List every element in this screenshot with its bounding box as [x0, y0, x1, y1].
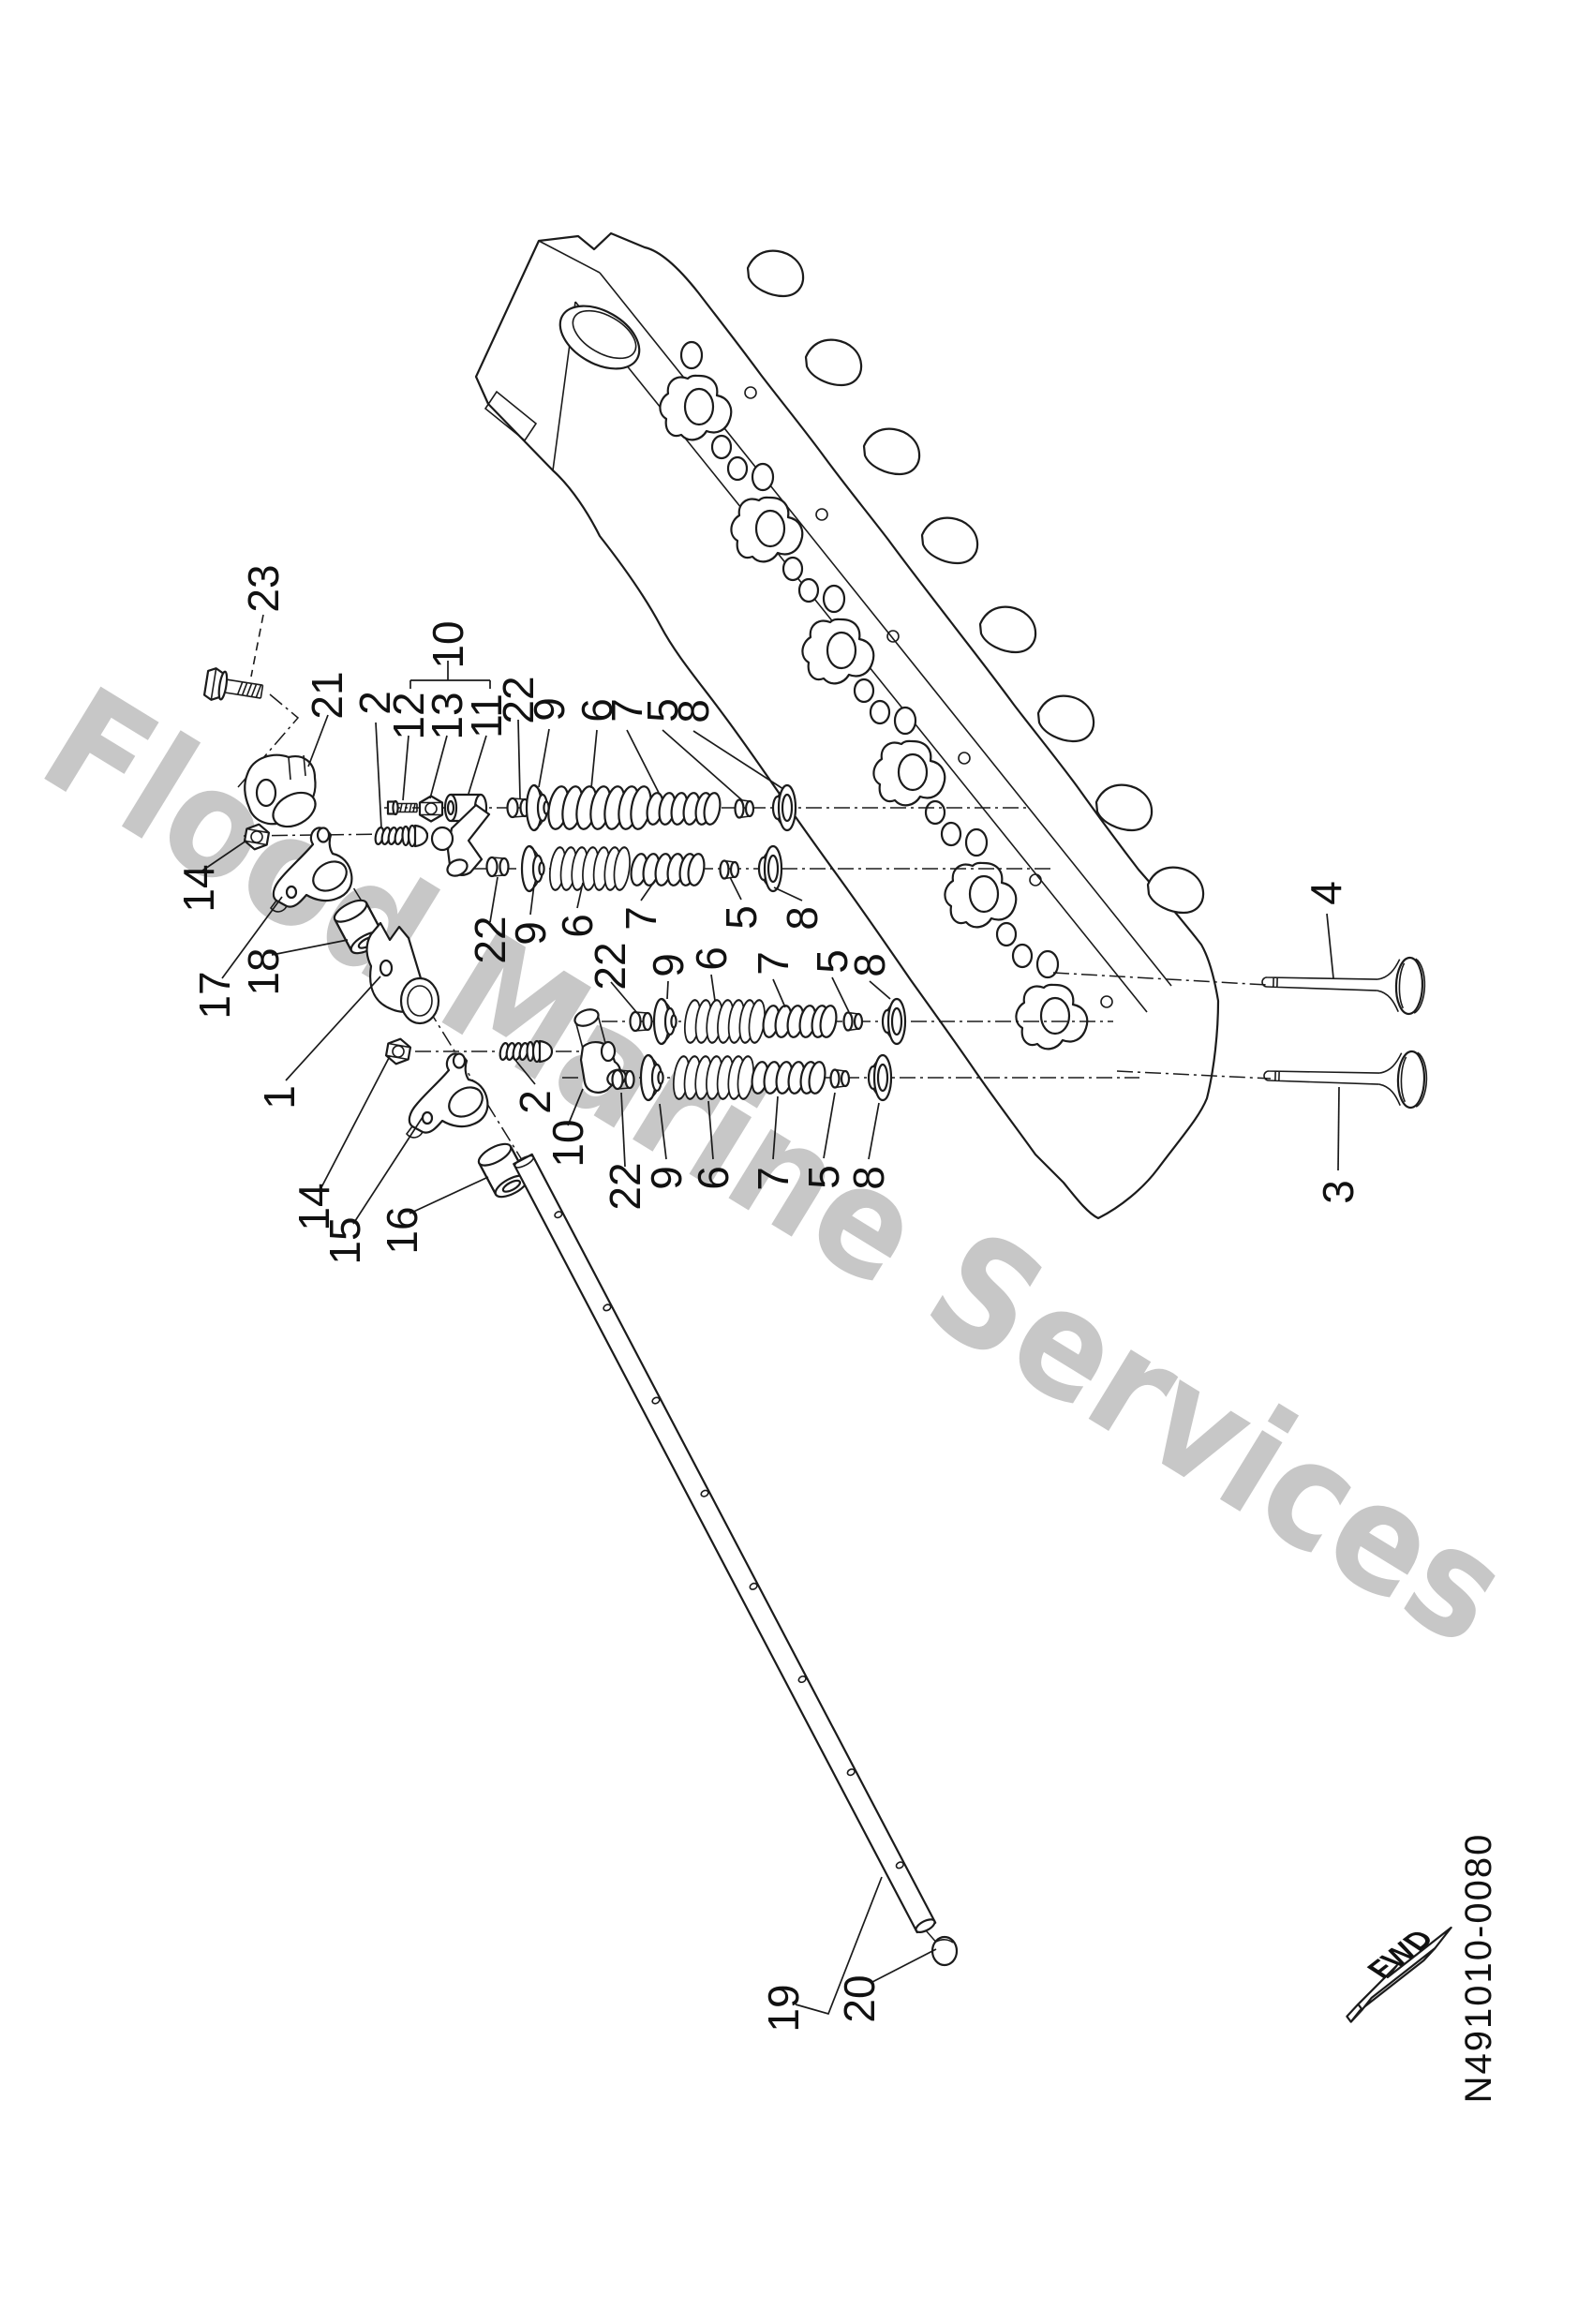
valve-clamp-1 [365, 921, 440, 1025]
callout-23: 23 [239, 564, 288, 612]
nut-13 [418, 795, 444, 823]
collet-5-row-c [842, 1011, 864, 1032]
inner-spring-7-row-c [760, 1003, 840, 1040]
callout-17: 17 [190, 971, 239, 1019]
intake-valve-4 [1260, 952, 1427, 1016]
collet-5-row-a [734, 798, 755, 819]
inner-spring-7-row-b [628, 851, 707, 888]
callout-15: 15 [320, 1216, 369, 1264]
valve-spring-row-b [485, 844, 783, 893]
callout-9-row-a: 9 [525, 697, 573, 722]
callout-7-row-d: 7 [749, 1167, 797, 1191]
callout-8-row-c: 8 [845, 953, 894, 977]
adjusting-screw-2-lower [498, 1039, 554, 1064]
callout-22-row-c: 22 [586, 942, 634, 990]
callout-1: 1 [255, 1085, 304, 1110]
callout-5-row-b: 5 [717, 905, 766, 930]
callout-13: 13 [423, 692, 471, 739]
outer-spring-6-row-b [546, 844, 633, 893]
rocker-pivot-21 [244, 753, 317, 828]
callout-7-row-a: 7 [603, 698, 651, 723]
callout-22-row-b: 22 [466, 916, 514, 963]
inner-spring-7-row-a [644, 790, 723, 827]
callout-3: 3 [1314, 1180, 1362, 1204]
callout-9-row-d: 9 [642, 1166, 691, 1190]
callout-2-row-d: 2 [511, 1090, 559, 1114]
callout-21: 21 [303, 671, 351, 719]
inner-spring-7-row-d [749, 1059, 828, 1096]
outer-spring-6-row-a [544, 783, 655, 832]
callout-18: 18 [239, 947, 288, 995]
head-rocker-pads [659, 340, 1113, 1050]
callout-5-row-a: 5 [638, 698, 687, 723]
callout-6-row-a: 6 [573, 698, 621, 723]
callout-14-upper: 14 [174, 864, 223, 912]
spring-seat-8-row-b [757, 844, 783, 893]
callout-6-row-b: 6 [553, 914, 602, 938]
callout-11: 11 [462, 693, 511, 738]
spring-retainer-9-row-a [525, 783, 550, 832]
callout-6-row-d: 6 [689, 1166, 737, 1190]
callout-10-row-d: 10 [543, 1119, 592, 1167]
callout-9-row-c: 9 [644, 953, 692, 977]
spring-seat-8-row-a [771, 783, 797, 832]
callout-12: 12 [384, 692, 433, 739]
callout-8-row-d: 8 [844, 1166, 893, 1190]
callout-8-row-a: 8 [669, 699, 718, 723]
callout-22-row-a: 22 [494, 676, 543, 723]
callout-20: 20 [835, 1974, 884, 2022]
callout-7-row-c: 7 [749, 951, 797, 976]
head-outline [474, 231, 1220, 1220]
callout-7-row-b: 7 [617, 906, 665, 931]
callout-19: 19 [759, 1984, 808, 2032]
collet-5-row-b [719, 859, 740, 880]
rocker-shaft-19 [513, 1153, 937, 1934]
callout-6-row-c: 6 [687, 946, 736, 971]
callout-8-row-b: 8 [778, 906, 826, 931]
rocker-pedestal-upper [430, 803, 491, 877]
callout-10-row-a: 10 [424, 620, 472, 668]
spring-seat-8-row-c [881, 997, 907, 1046]
callout-5-row-c: 5 [808, 949, 856, 974]
fwd-arrow: FWD [1346, 1926, 1452, 2023]
callout-22-row-d: 22 [601, 1162, 649, 1210]
callout-labels: 23 21 2 12 13 10 11 22 9 6 7 5 8 14 17 1… [174, 564, 1362, 2032]
cylinder-head [474, 231, 1220, 1220]
shaft-plug-20 [930, 1935, 959, 1967]
collet-5-row-d [829, 1068, 851, 1089]
callout-16: 16 [378, 1206, 426, 1254]
callout-4: 4 [1302, 881, 1350, 905]
spring-seat-8-row-d [867, 1053, 893, 1102]
cap-22-row-b [485, 856, 510, 878]
outer-spring-6-row-c [681, 997, 768, 1046]
callout-2-row-a: 2 [350, 691, 399, 715]
spring-retainer-9-row-b [520, 844, 545, 893]
drawing-number: N491010-0080 [1458, 1833, 1499, 2104]
outer-spring-6-row-d [670, 1053, 757, 1102]
valve-spring-row-a [506, 783, 797, 832]
exhaust-valve-3 [1262, 1046, 1429, 1110]
callout-14-lower: 14 [290, 1183, 338, 1230]
head-end-notch [484, 390, 538, 442]
adjusting-screw-2-upper [373, 824, 429, 848]
pivot-bolt-23 [202, 667, 264, 701]
callout-9-row-b: 9 [506, 921, 555, 946]
leader-lines [201, 614, 1340, 2016]
callout-5-row-d: 5 [799, 1165, 848, 1189]
